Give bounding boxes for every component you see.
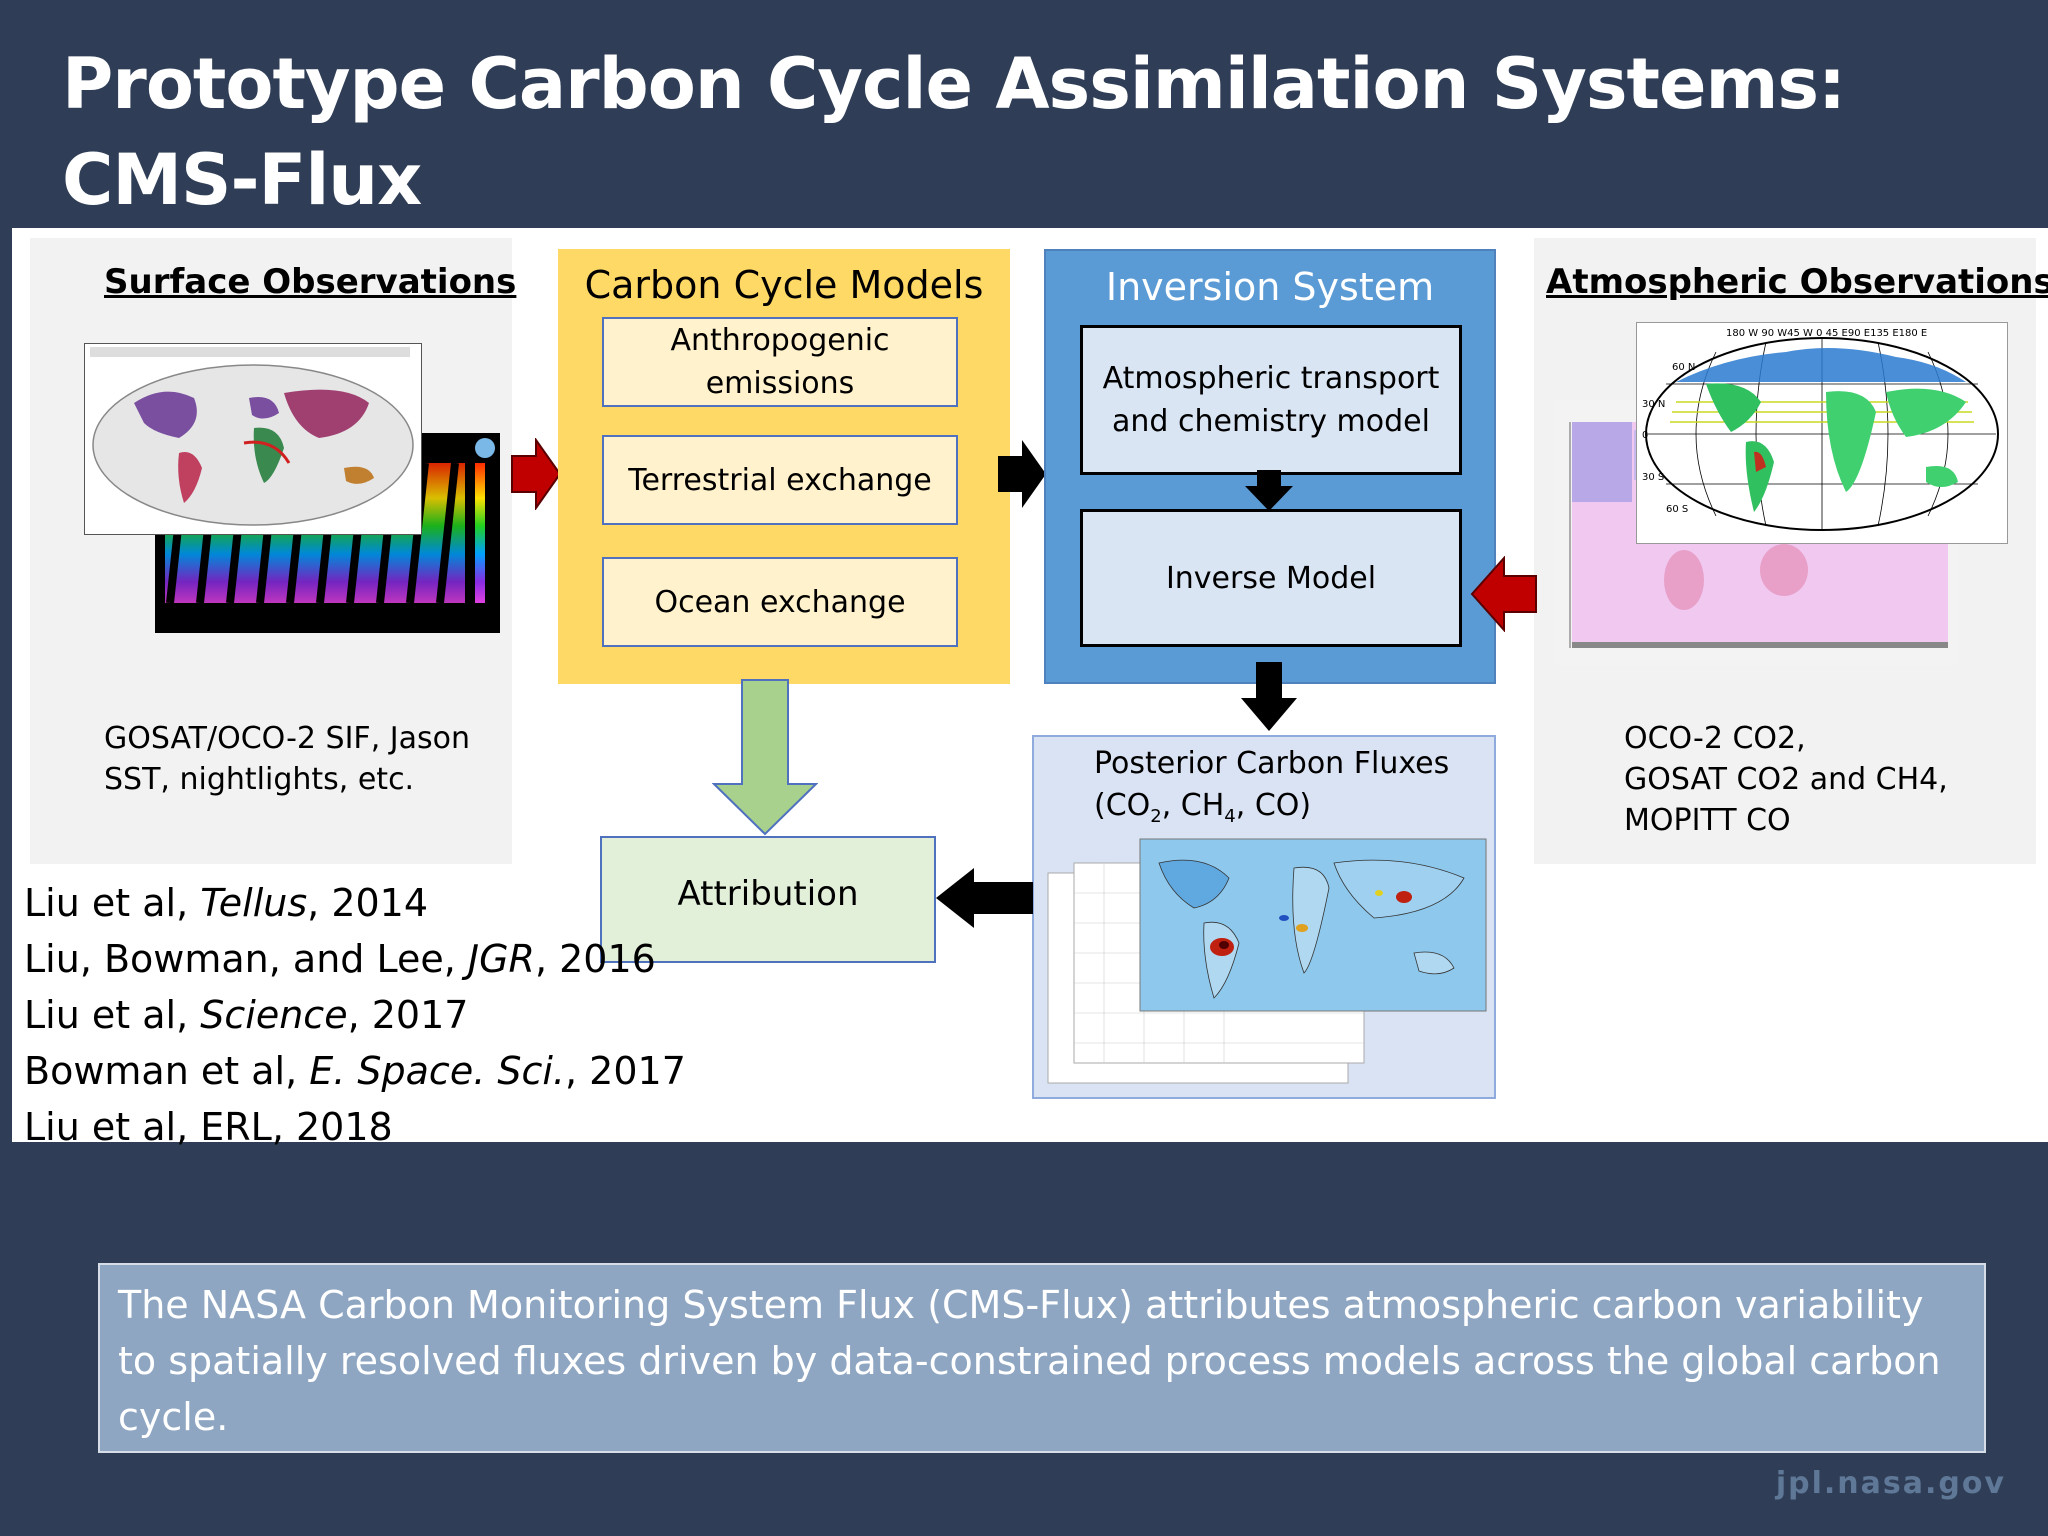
atmos-text-line-1: OCO-2 CO2, — [1624, 721, 1806, 756]
reference-item: Bowman et al, E. Space. Sci., 2017 — [24, 1049, 686, 1093]
lat-label-60n: 60 N — [1672, 362, 1695, 373]
surface-observations-heading: Surface Observations — [104, 262, 517, 302]
posterior-fluxes-label: Posterior Carbon Fluxes (CO2, CH4, CO) — [1094, 743, 1449, 838]
atmos-text-line-2: GOSAT CO2 and CH4, — [1624, 762, 1948, 797]
lat-label-60s: 60 S — [1666, 504, 1688, 515]
atmospheric-observations-heading: Atmospheric Observations — [1546, 262, 2048, 302]
surface-observations-text: GOSAT/OCO-2 SIF, Jason SST, nightlights,… — [104, 718, 470, 800]
anthropogenic-emissions-box: Anthropogenic emissions — [602, 317, 958, 407]
surface-text-line-1: GOSAT/OCO-2 SIF, Jason — [104, 721, 470, 756]
inversion-system-title: Inversion System — [1105, 265, 1435, 309]
inversion-system-box: Inversion System Atmospheric transport a… — [1044, 249, 1496, 684]
posterior-line-1: Posterior Carbon Fluxes — [1094, 746, 1450, 781]
carbon-cycle-models-title: Carbon Cycle Models — [584, 263, 984, 307]
terrestrial-exchange-box: Terrestrial exchange — [602, 435, 958, 525]
carbon-cycle-models-box: Carbon Cycle Models Anthropogenic emissi… — [558, 249, 1010, 684]
black-arrow-down-small — [1244, 470, 1294, 512]
summary-box: The NASA Carbon Monitoring System Flux (… — [98, 1263, 1986, 1453]
oco2-world-map-image: 180 W 90 W45 W 0 45 E90 E135 E180 E 60 N… — [1636, 322, 2008, 544]
title-line-1: Prototype Carbon Cycle Assimilation Syst… — [62, 43, 1846, 125]
transport-line-1: Atmospheric transport — [1102, 361, 1440, 396]
posterior-mid: , CH — [1161, 788, 1225, 823]
atmospheric-observations-text: OCO-2 CO2, GOSAT CO2 and CH4, MOPITT CO — [1624, 718, 1948, 841]
black-arrow-left — [934, 866, 1034, 930]
surface-text-line-2: SST, nightlights, etc. — [104, 762, 415, 797]
reference-item: Liu, Bowman, and Lee, JGR, 2016 — [24, 937, 656, 981]
posterior-sub-2: 2 — [1150, 806, 1162, 827]
green-arrow-down — [712, 678, 818, 836]
anthropogenic-line-1: Anthropogenic — [670, 323, 890, 358]
flux-map-stack-image — [1044, 833, 1490, 1093]
reference-item: Liu et al, Science, 2017 — [24, 993, 469, 1037]
lat-label-30s: 30 S — [1642, 472, 1664, 483]
inverse-model-box: Inverse Model — [1080, 509, 1462, 647]
lat-label-30n: 30 N — [1642, 399, 1665, 410]
map-lon-labels: 180 W 90 W45 W 0 45 E90 E135 E180 E — [1726, 328, 1927, 339]
atmospheric-transport-model-box: Atmospheric transport and chemistry mode… — [1080, 325, 1462, 475]
anthropogenic-line-2: emissions — [705, 366, 855, 401]
transport-line-2: and chemistry model — [1112, 404, 1430, 439]
posterior-line-2: (CO2, CH4, CO) — [1094, 785, 1449, 838]
reference-item: Liu et al, ERL, 2018 — [24, 1105, 393, 1149]
posterior-fluxes-box: Posterior Carbon Fluxes (CO2, CH4, CO) — [1032, 735, 1496, 1099]
attribution-box: Attribution — [600, 836, 936, 963]
slide-title: Prototype Carbon Cycle Assimilation Syst… — [62, 36, 1846, 228]
ocean-exchange-box: Ocean exchange — [602, 557, 958, 647]
black-arrow-down — [1240, 662, 1298, 732]
posterior-close: , CO) — [1235, 788, 1312, 823]
red-arrow-left — [1470, 556, 1538, 632]
red-arrow-right — [510, 438, 562, 510]
title-line-2: CMS-Flux — [62, 139, 422, 221]
atmos-text-line-3: MOPITT CO — [1624, 803, 1791, 838]
posterior-sub-4: 4 — [1224, 806, 1236, 827]
footer-url: jpl.nasa.gov — [1775, 1466, 2006, 1501]
lat-label-0: 0 — [1642, 430, 1648, 441]
sif-world-map-image — [84, 343, 422, 535]
reference-item: Liu et al, Tellus, 2014 — [24, 881, 429, 925]
references-list: Liu et al, Tellus, 2014 Liu, Bowman, and… — [24, 875, 686, 1155]
posterior-open: (CO — [1094, 788, 1151, 823]
black-arrow-right — [996, 438, 1048, 510]
